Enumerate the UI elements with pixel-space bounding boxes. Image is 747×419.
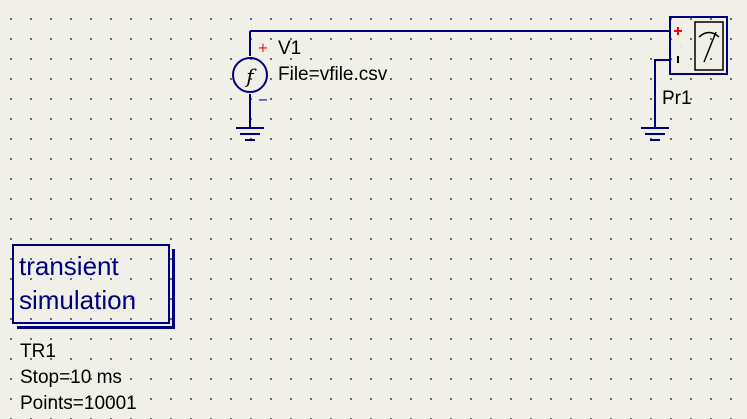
voltage-source-v1[interactable]: f + − bbox=[232, 31, 269, 120]
voltage-probe-pr1[interactable] bbox=[669, 16, 728, 75]
source-file-property: File=vfile.csv bbox=[278, 64, 388, 85]
simulation-title-line2: simulation bbox=[19, 285, 137, 315]
probe-name-label: Pr1 bbox=[662, 88, 692, 109]
source-file-symbol: f bbox=[244, 64, 257, 88]
simulation-points-property: Points=10001 bbox=[20, 393, 137, 414]
transient-simulation-block[interactable]: transient simulation bbox=[12, 244, 175, 329]
wire-probe-ground[interactable] bbox=[654, 59, 670, 120]
ground-symbol-source[interactable] bbox=[236, 120, 264, 141]
simulation-stop-property: Stop=10 ms bbox=[20, 367, 122, 388]
simulation-title-line1: transient bbox=[19, 251, 119, 281]
source-minus-sign: − bbox=[258, 93, 269, 108]
source-plus-sign: + bbox=[258, 41, 269, 56]
simulation-name-label: TR1 bbox=[20, 341, 56, 362]
ground-symbol-probe[interactable] bbox=[641, 120, 669, 141]
source-name-label: V1 bbox=[278, 38, 302, 59]
